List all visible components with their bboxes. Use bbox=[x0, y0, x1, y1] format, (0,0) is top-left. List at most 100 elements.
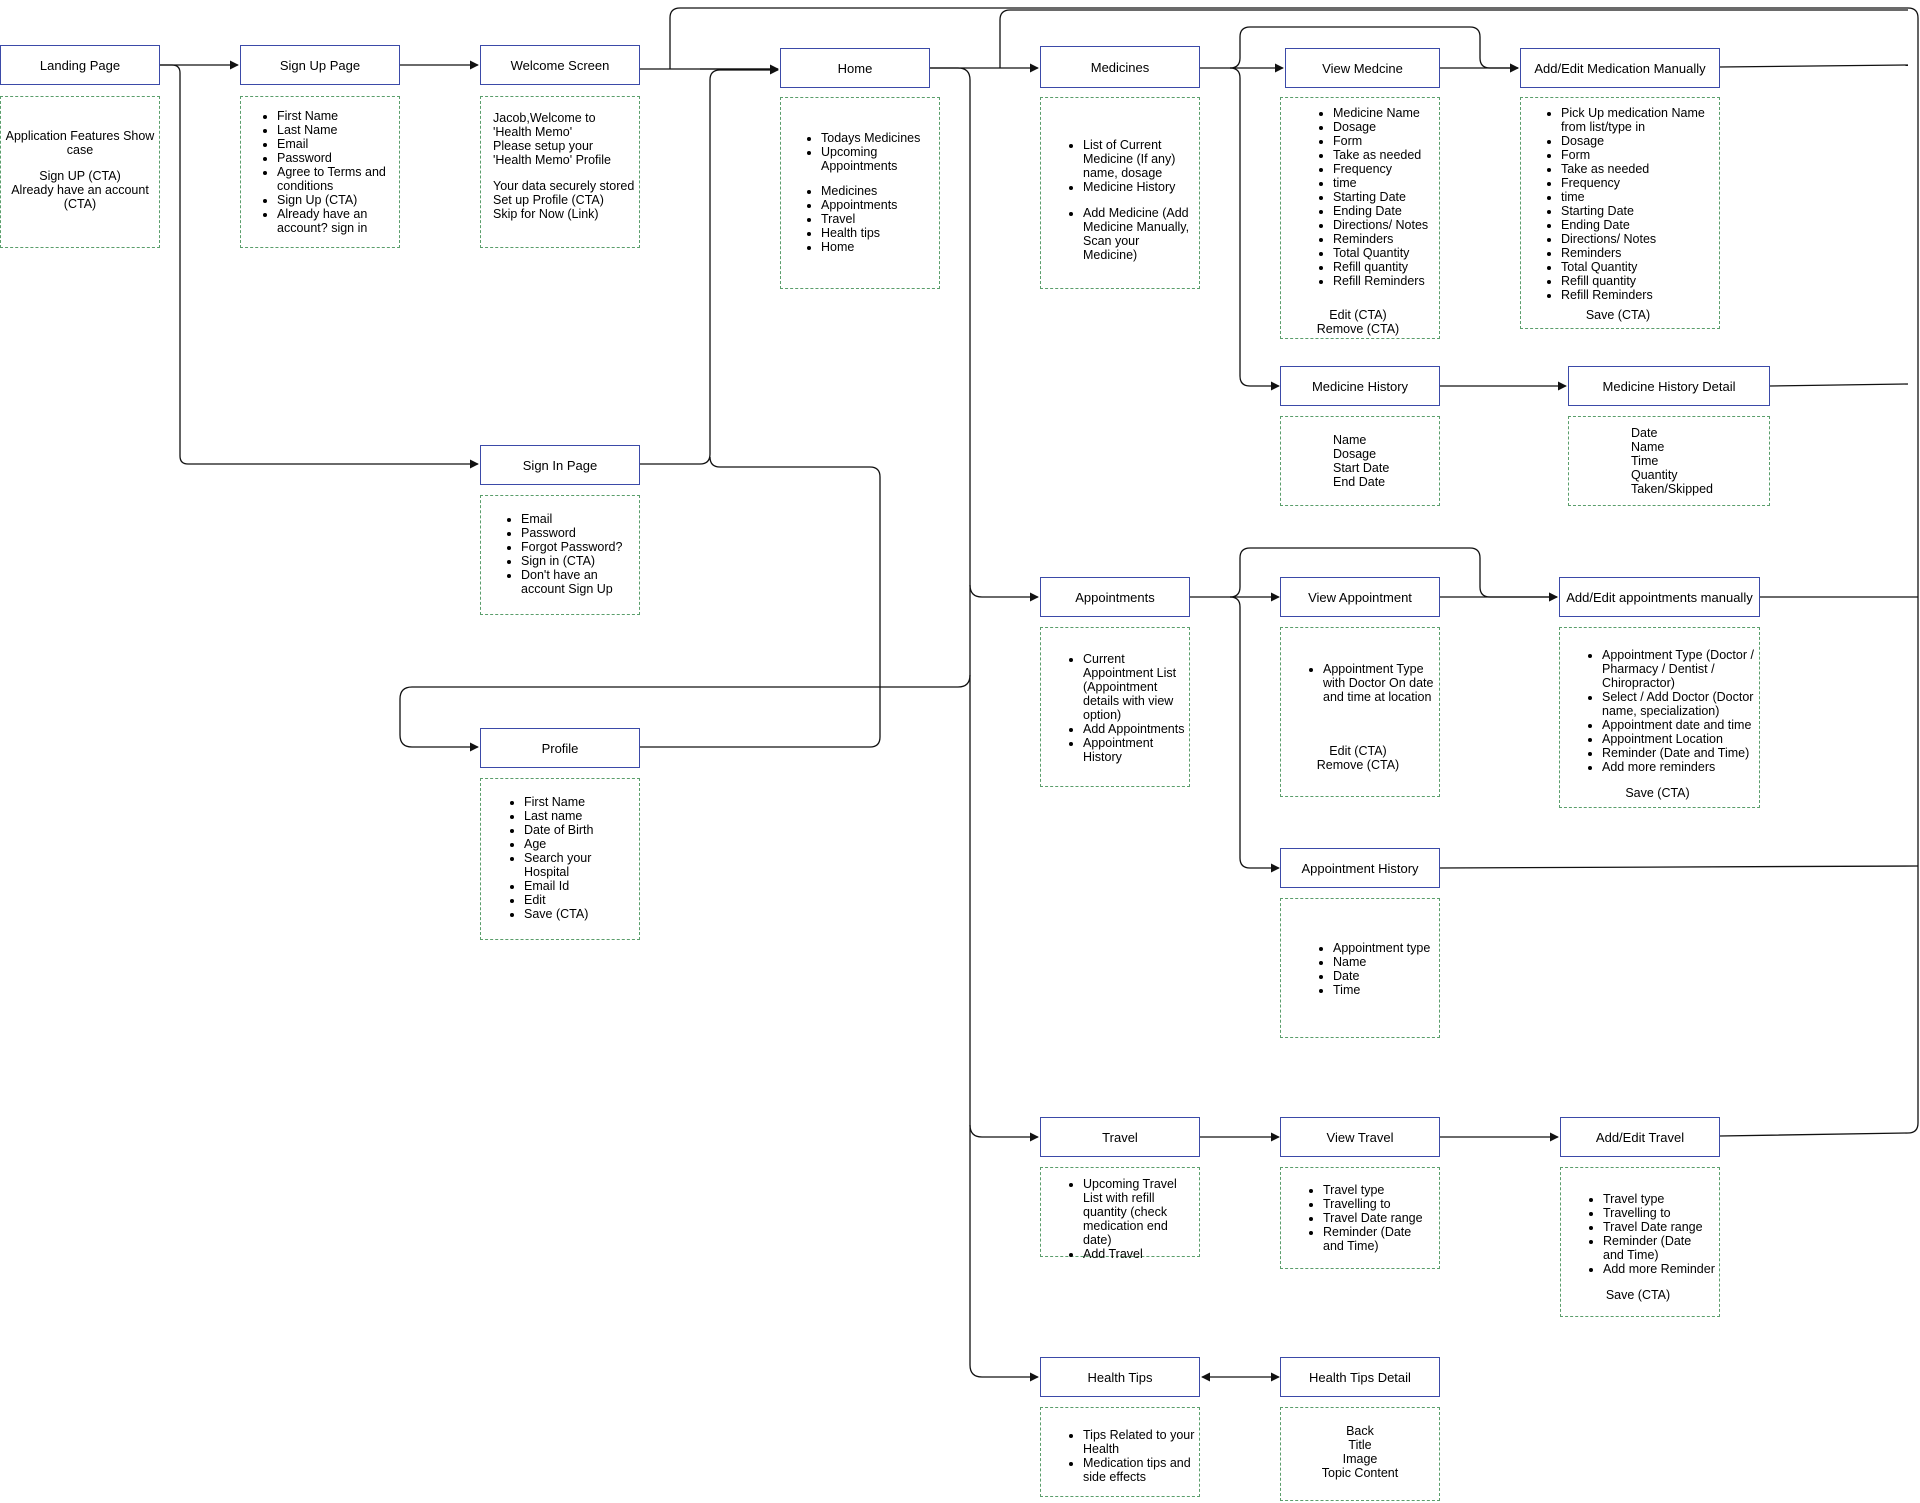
detail-list: Travel type Travelling to Travel Date ra… bbox=[1305, 1183, 1435, 1253]
node-sign-in-page: Sign In Page bbox=[480, 445, 640, 485]
node-travel-details: Upcoming Travel List with refill quantit… bbox=[1040, 1167, 1200, 1261]
list-item: Travel bbox=[821, 212, 935, 226]
list-item: Password bbox=[277, 151, 395, 165]
node-medicines-details: List of Current Medicine (If any) name, … bbox=[1040, 97, 1200, 289]
detail-list: Travel type Travelling to Travel Date ra… bbox=[1585, 1192, 1715, 1276]
edge-appts-addappt bbox=[1229, 547, 1558, 602]
list-item: Medicine Name bbox=[1333, 106, 1435, 120]
list-item: Appointment Type (Doctor / Pharmacy / De… bbox=[1602, 648, 1755, 690]
detail-list: Upcoming Travel List with refill quantit… bbox=[1065, 1177, 1195, 1261]
list-item: Frequency bbox=[1561, 176, 1715, 190]
node-title: Health Tips Detail bbox=[1309, 1369, 1411, 1385]
list-item: Password bbox=[521, 526, 635, 540]
node-view-medicine: View Medcine bbox=[1285, 48, 1440, 88]
detail-line: 'Health Memo' Profile bbox=[493, 153, 612, 167]
node-add-edit-medication-details: Pick Up medication Name from list/type i… bbox=[1520, 97, 1720, 329]
detail-list: List of Current Medicine (If any) name, … bbox=[1065, 138, 1195, 194]
edge-appts-history bbox=[1229, 596, 1280, 873]
node-health-tips-detail: Health Tips Detail bbox=[1280, 1357, 1440, 1397]
node-title: Sign In Page bbox=[522, 457, 598, 473]
edge-medicines-history bbox=[1229, 67, 1280, 391]
node-medicine-history-details: Name Dosage Start Date End Date bbox=[1280, 416, 1440, 506]
node-medicines: Medicines bbox=[1040, 46, 1200, 88]
node-add-edit-travel: Add/Edit Travel bbox=[1560, 1117, 1720, 1157]
list-item: Don't have an account Sign Up bbox=[521, 568, 635, 596]
node-view-appointment: View Appointment bbox=[1280, 577, 1440, 617]
edge-landing-signin bbox=[160, 64, 479, 469]
node-appointments-details: Current Appointment List (Appointment de… bbox=[1040, 627, 1190, 787]
list-item: Date of Birth bbox=[524, 823, 635, 837]
node-add-edit-appointments: Add/Edit appointments manually bbox=[1559, 577, 1760, 617]
detail-line: Save (CTA) bbox=[1585, 308, 1651, 322]
node-title: Landing Page bbox=[39, 57, 121, 73]
node-sign-up-page: Sign Up Page bbox=[240, 45, 400, 85]
list-item: Refill quantity bbox=[1561, 274, 1715, 288]
list-item: First Name bbox=[277, 109, 395, 123]
detail-line: Sign UP (CTA) bbox=[39, 169, 121, 183]
detail-line: Title bbox=[1348, 1438, 1372, 1452]
node-title: Travel bbox=[1102, 1129, 1138, 1145]
detail-line: Jacob,Welcome to bbox=[493, 111, 596, 125]
list-item: Form bbox=[1561, 148, 1715, 162]
detail-line: Start Date bbox=[1333, 461, 1390, 475]
list-item: Travel type bbox=[1603, 1192, 1715, 1206]
list-item: Health tips bbox=[821, 226, 935, 240]
list-item: Forgot Password? bbox=[521, 540, 635, 554]
list-item: Home bbox=[821, 240, 935, 254]
list-item: Reminders bbox=[1561, 246, 1715, 260]
detail-list: Todays Medicines Upcoming Appointments bbox=[803, 131, 935, 173]
detail-line: Please setup your bbox=[493, 139, 594, 153]
list-item: Ending Date bbox=[1333, 204, 1435, 218]
list-item: Upcoming Appointments bbox=[821, 145, 935, 173]
list-item: Refill quantity bbox=[1333, 260, 1435, 274]
node-title: Medicine History Detail bbox=[1602, 378, 1736, 394]
node-title: View Travel bbox=[1326, 1129, 1394, 1145]
list-item: Add Medicine (Add Medicine Manually, Sca… bbox=[1083, 206, 1195, 262]
list-item: Dosage bbox=[1561, 134, 1715, 148]
list-item: Appointment Type with Doctor On date and… bbox=[1323, 662, 1435, 704]
node-profile-details: First Name Last name Date of Birth Age S… bbox=[480, 778, 640, 940]
detail-line: Already have an account (CTA) bbox=[11, 183, 149, 211]
detail-line: Back bbox=[1346, 1424, 1374, 1438]
node-landing-page-details: Application Features Show case Sign UP (… bbox=[0, 96, 160, 248]
list-item: Frequency bbox=[1333, 162, 1435, 176]
edge-home-travel bbox=[969, 1124, 1039, 1142]
detail-list: Pick Up medication Name from list/type i… bbox=[1543, 106, 1715, 302]
list-item: Current Appointment List (Appointment de… bbox=[1083, 652, 1185, 722]
list-item: Select / Add Doctor (Doctor name, specia… bbox=[1602, 690, 1755, 718]
node-title: Add/Edit appointments manually bbox=[1566, 589, 1753, 605]
node-title: Add/Edit Travel bbox=[1595, 1129, 1685, 1145]
node-title: Appointments bbox=[1075, 589, 1155, 605]
detail-list: Medicine Name Dosage Form Take as needed… bbox=[1315, 106, 1435, 288]
node-appointment-history-details: Appointment type Name Date Time bbox=[1280, 898, 1440, 1038]
list-item: Add Travel bbox=[1083, 1247, 1195, 1261]
edge-home-appointments bbox=[969, 584, 1039, 602]
edge-addmed-back bbox=[1719, 64, 1909, 68]
edge-top-loop bbox=[669, 7, 1919, 1137]
list-item: Already have an account? sign in bbox=[277, 207, 395, 235]
list-item: Medicines bbox=[821, 184, 935, 198]
list-item: Reminders bbox=[1333, 232, 1435, 246]
list-item: Take as needed bbox=[1561, 162, 1715, 176]
detail-line: Edit (CTA) bbox=[1329, 744, 1387, 758]
detail-list: Add Medicine (Add Medicine Manually, Sca… bbox=[1065, 206, 1195, 262]
edge-medhistdetail-back bbox=[1769, 383, 1909, 387]
list-item: Travel Date range bbox=[1603, 1220, 1715, 1234]
list-item: time bbox=[1333, 176, 1435, 190]
list-item: Refill Reminders bbox=[1561, 288, 1715, 302]
detail-line: Dosage bbox=[1333, 447, 1377, 461]
node-title: View Medcine bbox=[1322, 60, 1403, 76]
list-item: Agree to Terms and conditions bbox=[277, 165, 395, 193]
detail-list: Appointment Type with Doctor On date and… bbox=[1305, 662, 1435, 704]
list-item: Total Quantity bbox=[1333, 246, 1435, 260]
detail-line: Skip for Now (Link) bbox=[493, 207, 599, 221]
list-item: Todays Medicines bbox=[821, 131, 935, 145]
detail-line: Your data securely stored bbox=[493, 179, 635, 193]
node-add-edit-medication: Add/Edit Medication Manually bbox=[1520, 48, 1720, 88]
list-item: Form bbox=[1333, 134, 1435, 148]
detail-line: Time bbox=[1631, 454, 1659, 468]
node-add-edit-appointments-details: Appointment Type (Doctor / Pharmacy / De… bbox=[1559, 627, 1760, 808]
node-title: Sign Up Page bbox=[279, 57, 361, 73]
list-item: Appointment date and time bbox=[1602, 718, 1755, 732]
list-item: Age bbox=[524, 837, 635, 851]
